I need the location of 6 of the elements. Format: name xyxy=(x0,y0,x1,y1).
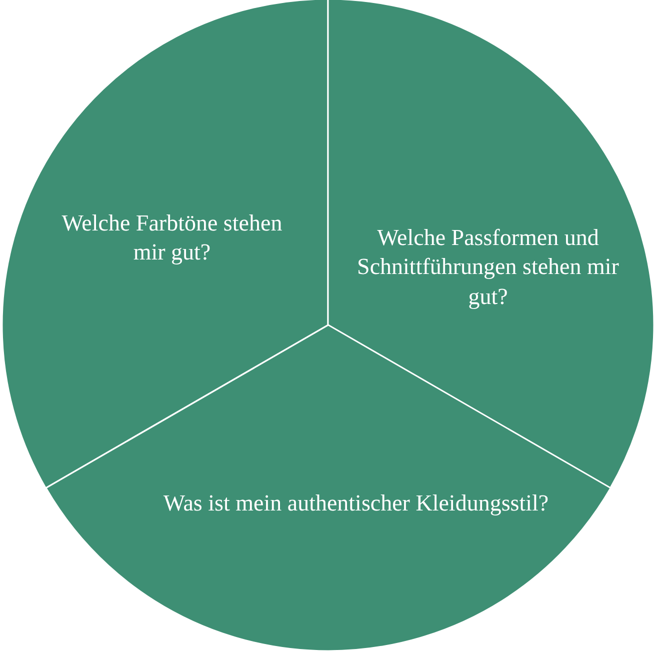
slice-label: Welche Farbtöne stehen mir gut? xyxy=(60,210,284,267)
pie-slice xyxy=(2,0,328,488)
pie-slice xyxy=(328,0,654,488)
slice-label: Was ist mein authentischer Kleidungsstil? xyxy=(162,489,550,518)
pie-slice xyxy=(46,325,610,651)
slice-label: Welche Passformen und Schnittführungen stehen mir gut? xyxy=(356,224,620,311)
